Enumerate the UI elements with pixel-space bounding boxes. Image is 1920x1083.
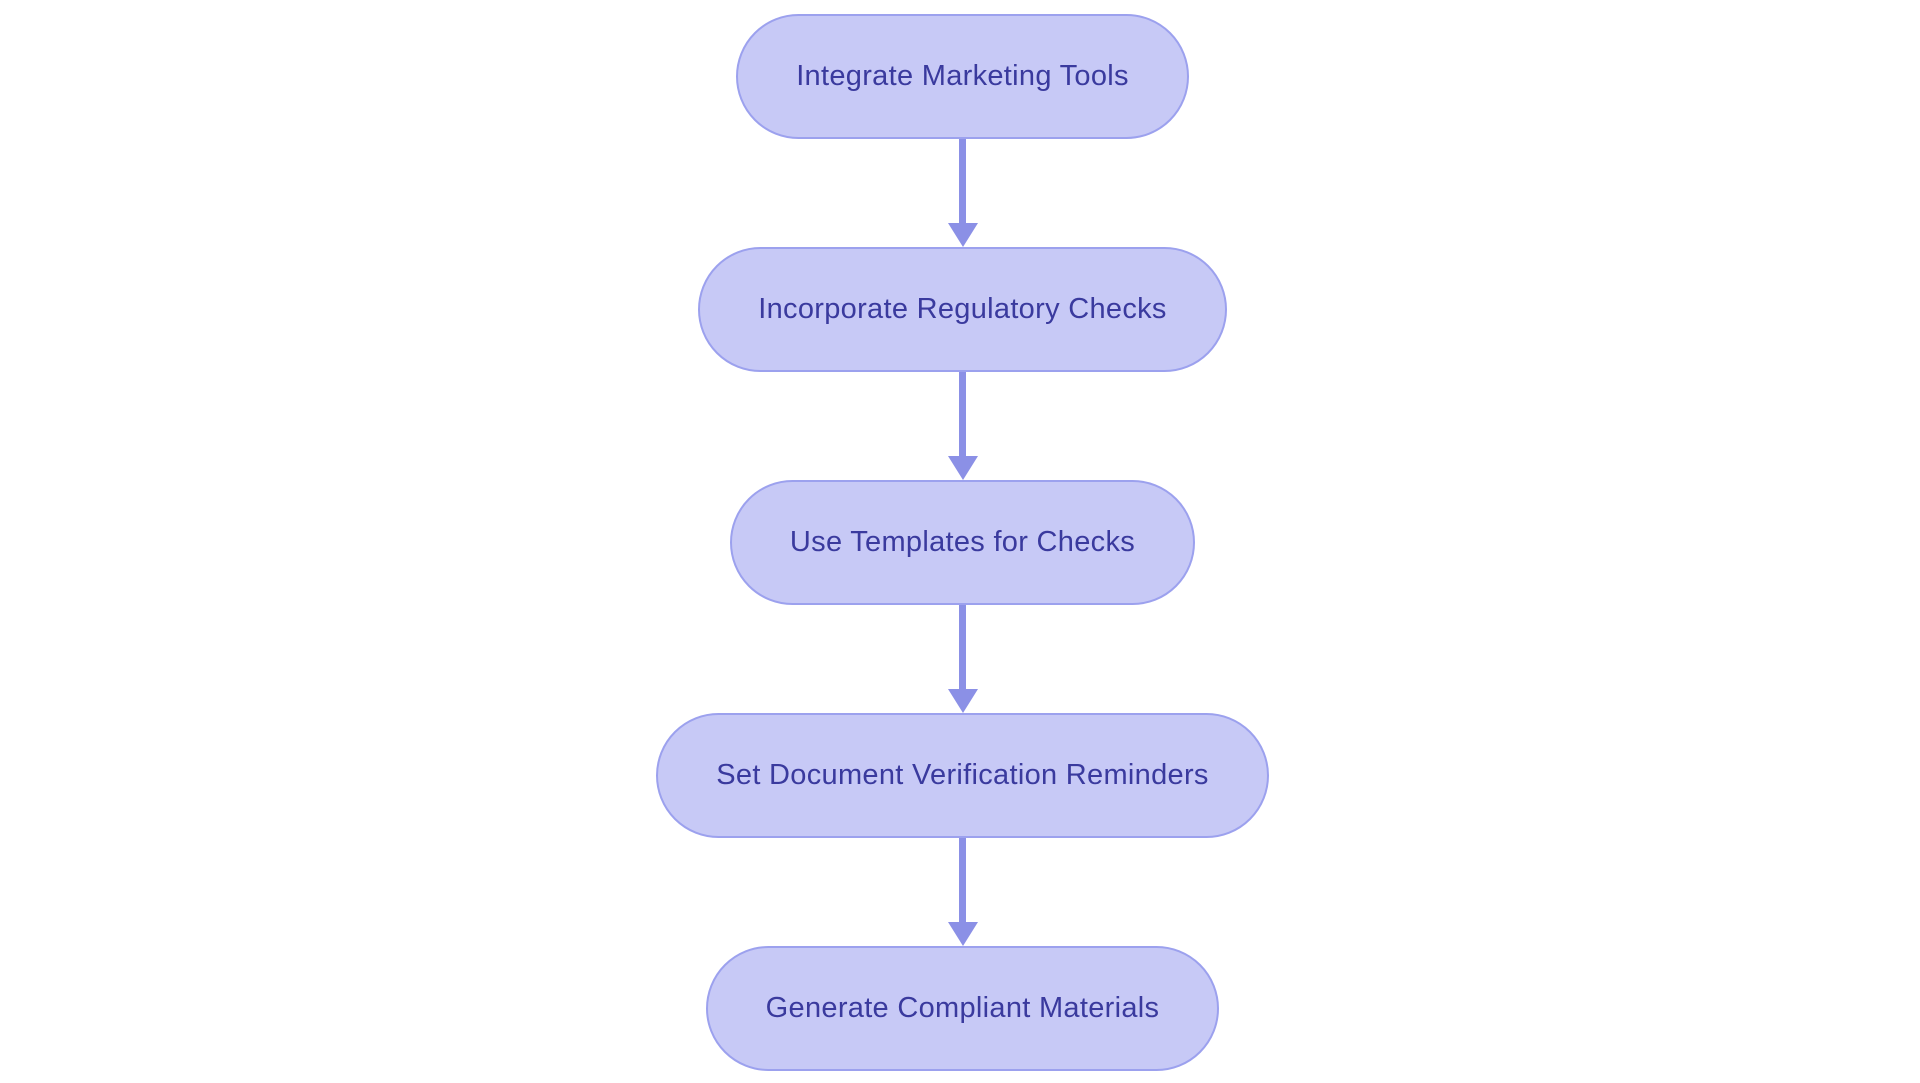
node-label: Use Templates for Checks — [789, 526, 1136, 558]
arrow-shaft — [959, 605, 966, 689]
arrow-head-icon — [947, 223, 978, 247]
arrow-shaft — [959, 139, 966, 223]
flow-node-set-document-verification-reminders: Set Document Verification Reminders — [656, 713, 1269, 838]
flow-arrow-1 — [947, 139, 978, 247]
flow-arrow-4 — [947, 838, 978, 946]
flow-node-generate-compliant-materials: Generate Compliant Materials — [705, 946, 1220, 1071]
flow-node-integrate-marketing-tools: Integrate Marketing Tools — [736, 14, 1189, 139]
flowchart-column: Integrate Marketing Tools Incorporate Re… — [0, 14, 1920, 1071]
arrow-shaft — [959, 838, 966, 922]
node-label: Incorporate Regulatory Checks — [758, 293, 1167, 325]
flow-node-incorporate-regulatory-checks: Incorporate Regulatory Checks — [698, 247, 1227, 372]
arrow-head-icon — [947, 922, 978, 946]
node-label: Integrate Marketing Tools — [796, 60, 1129, 92]
node-label: Set Document Verification Reminders — [716, 759, 1209, 791]
flow-node-use-templates-for-checks: Use Templates for Checks — [729, 480, 1196, 605]
arrow-head-icon — [947, 689, 978, 713]
flow-arrow-3 — [947, 605, 978, 713]
arrow-head-icon — [947, 456, 978, 480]
arrow-shaft — [959, 372, 966, 456]
flow-arrow-2 — [947, 372, 978, 480]
node-label: Generate Compliant Materials — [765, 992, 1160, 1024]
